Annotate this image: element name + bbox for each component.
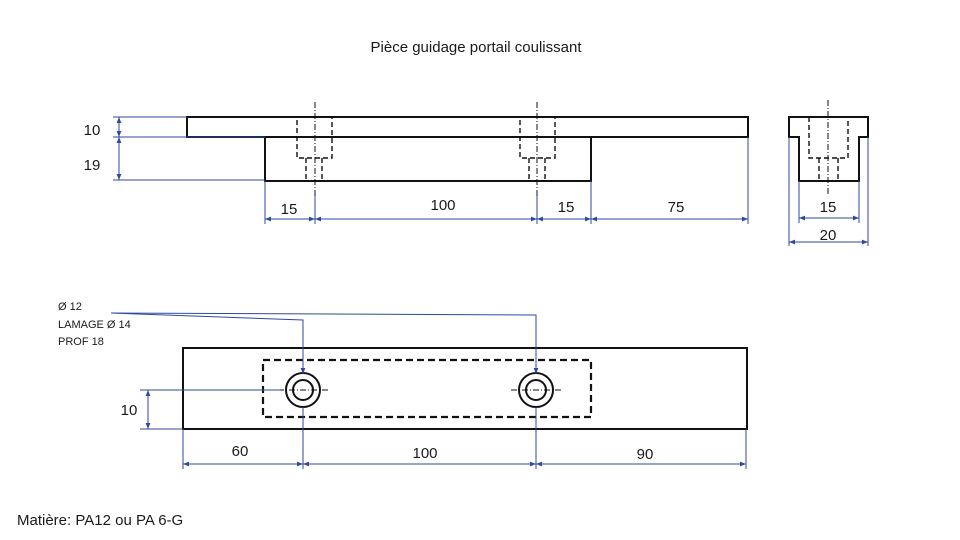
front-body-outline bbox=[264, 136, 592, 182]
hole-note-diameter: Ø 12 bbox=[58, 301, 82, 313]
dim-body-height: 19 bbox=[84, 157, 101, 174]
top-outline bbox=[182, 347, 748, 430]
side-view: 15 20 bbox=[788, 100, 869, 246]
top-view: Ø 12 LAMAGE Ø 14 PROF 18 10 60 100 90 bbox=[58, 301, 748, 469]
leader-right bbox=[110, 312, 539, 374]
material-note: Matière: PA12 ou PA 6-G bbox=[17, 512, 183, 529]
dim-left: 60 bbox=[232, 443, 249, 460]
dim-hole-y: 10 bbox=[121, 402, 138, 419]
drawing-title: Pièce guidage portail coulissant bbox=[371, 39, 583, 56]
hole-note-counterbore: LAMAGE Ø 14 bbox=[58, 319, 131, 331]
dim-spacing: 100 bbox=[412, 445, 437, 462]
top-body-hidden bbox=[261, 358, 593, 419]
dim-left-offset: 15 bbox=[281, 201, 298, 218]
dim-total-width: 20 bbox=[820, 227, 837, 244]
leader-left bbox=[110, 312, 306, 374]
dim-right-offset: 15 bbox=[558, 199, 575, 216]
hole-note-depth: PROF 18 bbox=[58, 336, 104, 348]
dim-overhang: 75 bbox=[668, 199, 685, 216]
front-plate-outline bbox=[186, 116, 749, 138]
dim-inner-width: 15 bbox=[820, 199, 837, 216]
dim-hole-spacing: 100 bbox=[430, 197, 455, 214]
front-view: 10 19 15 100 15 75 bbox=[84, 102, 749, 224]
dim-right: 90 bbox=[637, 446, 654, 463]
dim-top-thickness: 10 bbox=[84, 122, 101, 139]
